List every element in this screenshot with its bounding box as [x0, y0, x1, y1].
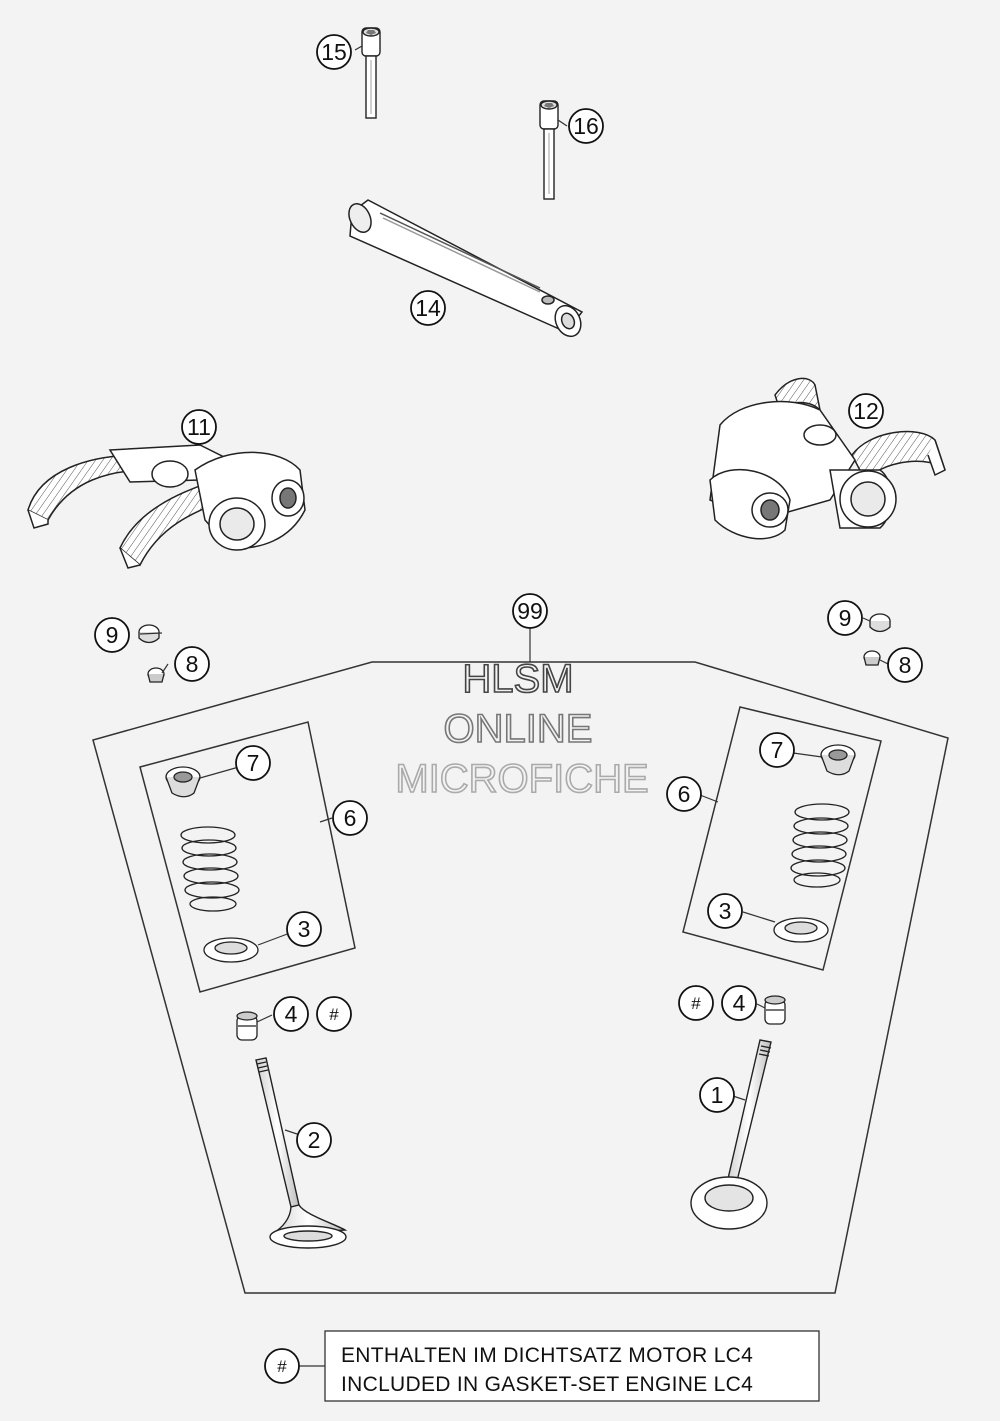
- callout-4-right: 4: [721, 985, 757, 1021]
- callout-label-14: 14: [415, 295, 441, 321]
- callout-label-6-left: 6: [344, 805, 357, 831]
- callout-7-right: 7: [759, 732, 795, 768]
- callout-label-4-right: 4: [733, 990, 746, 1016]
- legend: # ENTHALTEN IM DICHTSATZ MOTOR LC4 INCLU…: [264, 1330, 820, 1402]
- valve-stem-seal-right: [764, 995, 786, 1025]
- rocker-arm-12: [709, 377, 946, 540]
- spring-seat-left: [203, 937, 259, 963]
- valve-spring-group-right-box: [682, 706, 882, 971]
- callout-label-2: 2: [308, 1127, 321, 1153]
- callout-label-1: 1: [711, 1082, 724, 1108]
- callout-label-6-right: 6: [678, 781, 691, 807]
- callout-label-9-left: 9: [106, 622, 119, 648]
- spring-retainer-left: [165, 766, 201, 798]
- valve-stem-seal-left: [236, 1011, 258, 1041]
- callout-label-4-left: 4: [285, 1001, 298, 1027]
- valve-tip-cap-right: [869, 613, 891, 633]
- callout-label-99: 99: [517, 598, 543, 624]
- callout-15: 15: [316, 34, 352, 70]
- callout-label-7-right: 7: [771, 737, 784, 763]
- valve-spring-right: [790, 803, 850, 888]
- watermark-line-2: ONLINE: [444, 707, 593, 751]
- callout-hash-left: #: [316, 996, 352, 1032]
- callout-label-3-left: 3: [298, 916, 311, 942]
- callout-8-right: 8: [887, 647, 923, 683]
- callout-label-8-left: 8: [186, 651, 199, 677]
- callout-8-left: 8: [174, 646, 210, 682]
- callout-label-9-right: 9: [839, 605, 852, 631]
- leader-lines: [139, 45, 889, 1367]
- valve-keeper-left: [147, 667, 165, 683]
- callout-6-right: 6: [666, 776, 702, 812]
- callout-label-3-right: 3: [719, 898, 732, 924]
- callout-3-left: 3: [286, 911, 322, 947]
- callout-4-left: 4: [273, 996, 309, 1032]
- callout-14: 14: [410, 290, 446, 326]
- callout-1: 1: [699, 1077, 735, 1113]
- callout-label-16: 16: [573, 113, 599, 139]
- callout-label-11: 11: [187, 414, 211, 440]
- callout-6-left: 6: [332, 800, 368, 836]
- callout-99: 99: [512, 593, 548, 629]
- valve-tip-cap-left: [138, 624, 160, 644]
- callout-label-hash-right: #: [691, 994, 701, 1013]
- callout-2: 2: [296, 1122, 332, 1158]
- callout-9-right: 9: [827, 600, 863, 636]
- callout-label-15: 15: [321, 39, 347, 65]
- valve-spring-group-left-box: [139, 721, 356, 993]
- callout-3-right: 3: [707, 893, 743, 929]
- callout-9-left: 9: [94, 617, 130, 653]
- valve-keeper-right: [863, 650, 881, 666]
- rocker-arm-11: [27, 444, 306, 569]
- spring-retainer-right: [820, 744, 856, 776]
- callout-label-hash-left: #: [329, 1005, 339, 1024]
- legend-box: [324, 1330, 820, 1402]
- legend-line-english: INCLUDED IN GASKET-SET ENGINE LC4: [341, 1373, 753, 1396]
- callout-label-7-left: 7: [247, 750, 260, 776]
- callout-label-8-right: 8: [899, 652, 912, 678]
- screw-16: [539, 100, 559, 200]
- intake-valve-1: [690, 1039, 772, 1230]
- spring-seat-right: [773, 917, 829, 943]
- valve-spring-left: [180, 826, 240, 912]
- callout-label-12: 12: [853, 398, 879, 424]
- callout-16: 16: [568, 108, 604, 144]
- callout-12: 12: [848, 393, 884, 429]
- gasket-set-outline: [92, 661, 949, 1294]
- watermark: HLSM ONLINE MICROFICHE: [395, 656, 650, 802]
- callout-7-left: 7: [235, 745, 271, 781]
- watermark-line-3: MICROFICHE: [395, 757, 648, 801]
- legend-line-german: ENTHALTEN IM DICHTSATZ MOTOR LC4: [341, 1344, 753, 1367]
- rocker-shaft-14: [348, 199, 584, 338]
- exhaust-valve-2: [255, 1057, 348, 1249]
- watermark-line-1: HLSM: [462, 657, 573, 701]
- legend-hash-symbol: #: [277, 1357, 287, 1376]
- callout-11: 11: [181, 409, 217, 445]
- callout-hash-right: #: [678, 985, 714, 1021]
- screw-15: [361, 27, 381, 119]
